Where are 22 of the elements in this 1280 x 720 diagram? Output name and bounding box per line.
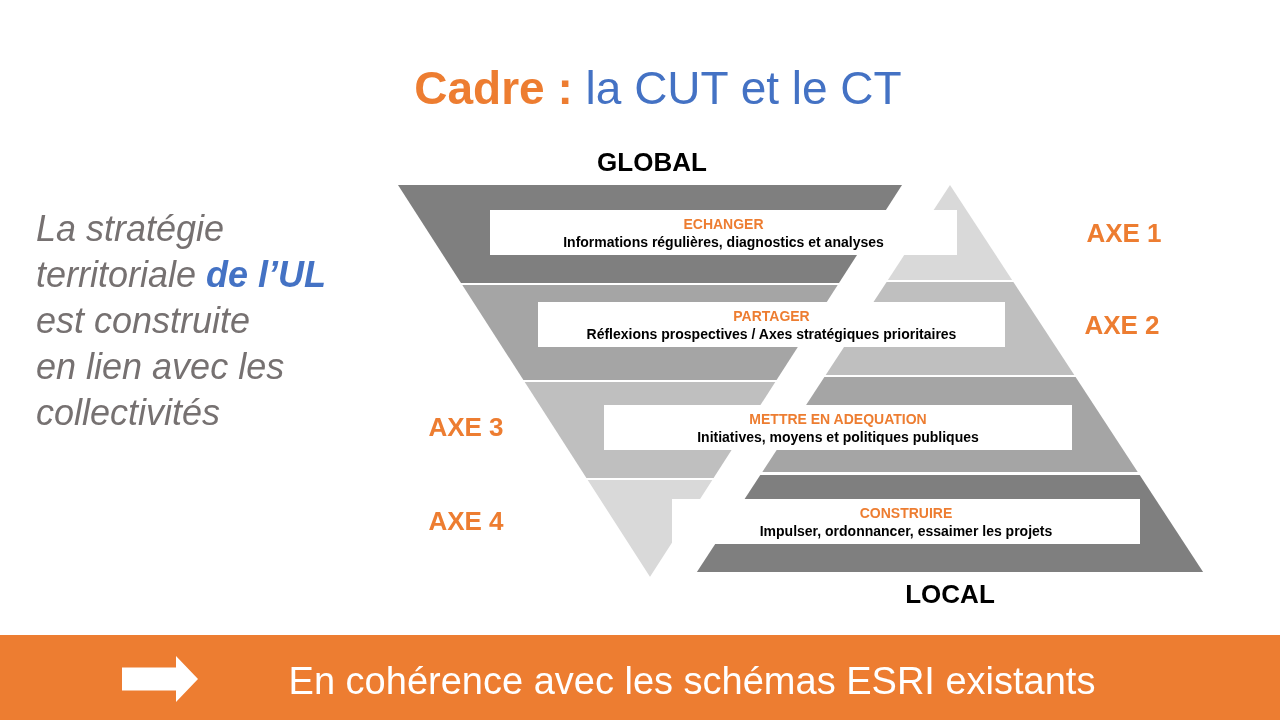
action-panel <box>490 210 957 255</box>
intro-paragraph: La stratégie territoriale de l’UL est construite en lien avec les collectivités <box>36 207 327 435</box>
axis-label: AXE 2 <box>1084 311 1160 341</box>
action-panel <box>672 499 1140 544</box>
action-description: Initiatives, moyens et politiques publiques <box>697 427 979 446</box>
action-panel <box>604 405 1072 450</box>
conclusion-text: En cohérence avec les schémas ESRI existants <box>288 660 1096 704</box>
scale-label: LOCAL <box>905 580 995 610</box>
action-description: Informations régulières, diagnostics et analyses <box>563 232 884 251</box>
action-heading: METTRE EN ADEQUATION <box>749 409 927 428</box>
action-panel <box>538 302 1005 347</box>
slide-title: Cadre : la CUT et le CT <box>414 61 902 115</box>
scale-label: GLOBAL <box>597 148 707 178</box>
axis-label: AXE 3 <box>428 413 504 443</box>
axis-label: AXE 1 <box>1086 219 1162 249</box>
axis-label: AXE 4 <box>428 507 504 537</box>
action-heading: PARTAGER <box>733 306 810 325</box>
action-heading: CONSTRUIRE <box>859 503 953 522</box>
action-description: Réflexions prospectives / Axes stratégiques prioritaires <box>586 324 957 343</box>
conclusion-banner <box>0 635 1280 720</box>
action-heading: ECHANGER <box>683 214 764 233</box>
action-description: Impulser, ordonnancer, essaimer les projets <box>759 521 1053 540</box>
